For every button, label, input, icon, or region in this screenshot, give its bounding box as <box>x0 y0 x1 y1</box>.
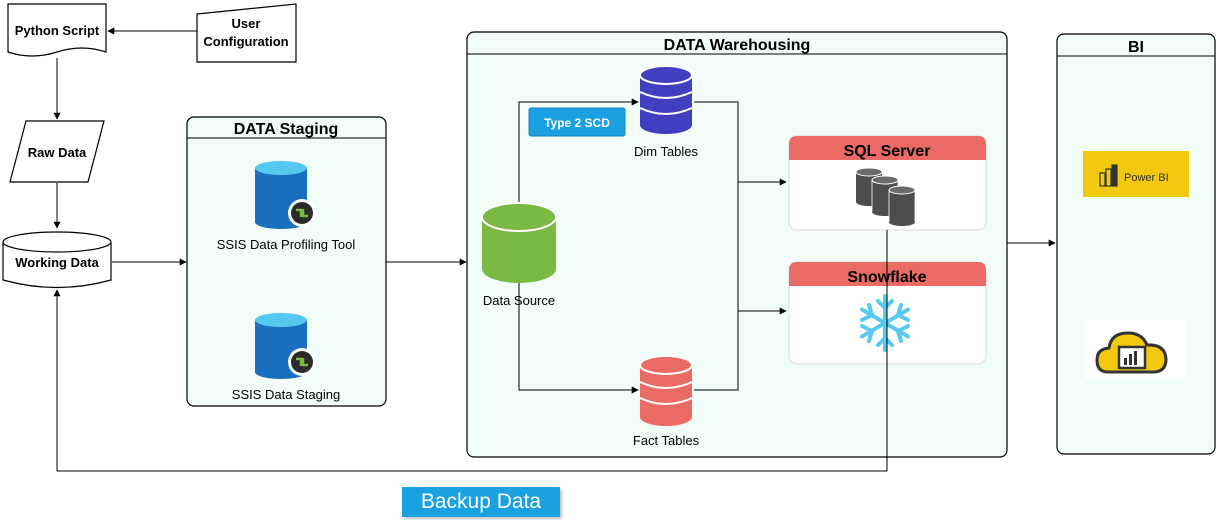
dim-tables-node: Dim Tables <box>634 65 699 159</box>
ssis-icon <box>255 161 316 229</box>
backup-data-label: Backup Data <box>420 490 542 513</box>
database-icon <box>639 355 693 426</box>
working-data-node: Working Data <box>2 231 112 289</box>
ssis-profiling-label: SSIS Data Profiling Tool <box>217 237 356 252</box>
python-script-label: Python Script <box>15 23 100 38</box>
power-bi-logo: Power BI <box>1083 151 1189 197</box>
ssis-data-staging: SSIS Data Staging <box>232 313 340 402</box>
ssis-icon <box>255 313 316 379</box>
raw-data-label: Raw Data <box>28 145 87 160</box>
fact-tables-node: Fact Tables <box>633 355 700 448</box>
data-source-label: Data Source <box>483 293 555 308</box>
type2-scd-label: Type 2 SCD <box>544 116 610 130</box>
warehouse-title: DATA Warehousing <box>664 37 811 54</box>
ssis-profiling-tool: SSIS Data Profiling Tool <box>217 161 356 252</box>
bi-container: BI <box>1056 33 1216 455</box>
data-staging-container: DATA Staging <box>186 116 387 407</box>
user-configuration-node: User Configuration <box>196 3 297 63</box>
sql-server-panel: SQL Server <box>788 135 987 231</box>
sql-server-title: SQL Server <box>844 143 931 160</box>
snowflake-icon <box>860 294 910 352</box>
dim-tables-label: Dim Tables <box>634 144 699 159</box>
type2-scd-badge: Type 2 SCD <box>528 107 626 137</box>
user-configuration-label-2: Configuration <box>203 34 288 49</box>
power-bi-gateway-icon <box>1095 331 1168 374</box>
database-icon <box>481 202 557 283</box>
raw-data-node: Raw Data <box>9 120 105 183</box>
power-bi-label: Power BI <box>1124 172 1169 184</box>
power-bi-icon <box>1099 164 1118 187</box>
connectors <box>53 27 1056 472</box>
bi-title: BI <box>1128 39 1144 56</box>
database-icon <box>639 65 693 134</box>
ssis-staging-label: SSIS Data Staging <box>232 387 340 402</box>
python-script-node: Python Script <box>7 3 107 57</box>
staging-title: DATA Staging <box>234 121 339 138</box>
working-data-label: Working Data <box>15 255 99 270</box>
power-bi-gateway <box>1085 320 1186 378</box>
data-source-node: Data Source <box>481 202 557 308</box>
sql-server-icon <box>855 167 916 226</box>
backup-data-badge: Backup Data <box>402 487 560 517</box>
user-configuration-label-1: User <box>232 16 261 31</box>
fact-tables-label: Fact Tables <box>633 433 700 448</box>
